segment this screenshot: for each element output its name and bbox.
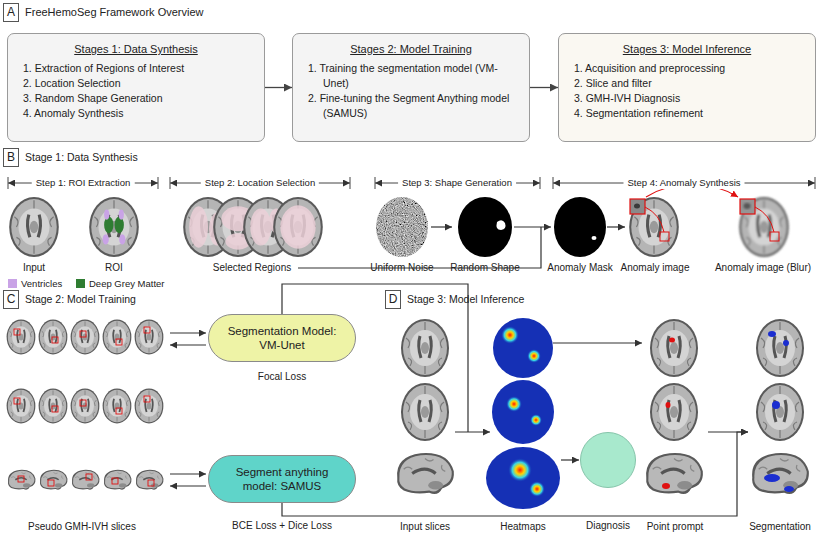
stage-step: 2. Location Selection xyxy=(8,76,264,91)
roi-overlay xyxy=(103,209,126,244)
pseudo-slice-row xyxy=(7,320,164,355)
diagnosis-circle: Diagnosis xyxy=(580,432,636,488)
step-header: Step 3: Shape Generation xyxy=(398,177,516,189)
stage-step: 4. Segmentation refinement xyxy=(559,106,815,121)
stage-step: 2. Fine-tuning the Segment Anything mode… xyxy=(293,91,529,121)
flow-arrow xyxy=(530,87,558,88)
model-name: Segment anything model: SAMUS xyxy=(209,465,355,493)
legend-text: Deep Grey Matter xyxy=(89,278,165,290)
stage-box: Stages 3: Model Inference 1. Acquisition … xyxy=(558,33,816,142)
image-label: Input xyxy=(23,262,45,274)
stage-step: 1. Extraction of Regions of Interest xyxy=(8,61,264,76)
image-label: Heatmaps xyxy=(500,521,546,533)
legend-swatch xyxy=(76,279,85,288)
blurred-anomaly-image xyxy=(739,197,789,257)
stage-heading: Stages 1: Data Synthesis xyxy=(8,42,264,56)
step-span xyxy=(8,177,815,189)
flow-lines xyxy=(298,227,625,268)
model-pill: Segment anything model: SAMUSBCE Loss + … xyxy=(208,455,356,503)
brain-slice xyxy=(401,319,449,377)
image-label: Pseudo GMH-IVH slices xyxy=(28,521,136,533)
stage-heading: Stages 2: Model Training xyxy=(293,42,529,56)
image-label: Point prompt xyxy=(647,521,704,533)
figure-title: FreeHemoSeg Framework Overview xyxy=(25,5,204,19)
image-label: Segmentation xyxy=(749,521,811,533)
model-name: Segmentation Model: VM-Unet xyxy=(209,324,355,352)
selected-region-slice xyxy=(273,197,323,257)
diagnosis-label: Diagnosis xyxy=(586,520,630,532)
anomaly-image xyxy=(629,197,679,257)
image-label: Anomaly image (Blur) xyxy=(715,262,811,274)
step-header: Step 4: Anomaly Synthesis xyxy=(623,177,744,189)
stage-step: 2. Slice and filter xyxy=(559,76,815,91)
section-heading: Stage 1: Data Synthesis xyxy=(25,151,138,163)
segmentation-slices xyxy=(752,319,809,494)
stage-heading: Stages 3: Model Inference xyxy=(559,42,815,56)
point-prompt-slices xyxy=(646,319,703,494)
legend-text: Ventricles xyxy=(21,278,62,290)
step-header: Step 2: Location Selection xyxy=(201,177,319,189)
brain-slice xyxy=(397,453,454,494)
loss-label: Focal Loss xyxy=(258,371,306,383)
image-label: Random Shape xyxy=(450,262,520,274)
stage-step: 1. Training the segmentation model (VM-U… xyxy=(293,61,529,91)
panel-letter: C xyxy=(3,290,19,309)
brain-slice xyxy=(89,197,139,257)
stage-step: 4. Anomaly Synthesis xyxy=(8,106,264,121)
image-label: ROI xyxy=(105,262,123,274)
training-arrows xyxy=(170,284,748,516)
step-header: Step 1: ROI Extraction xyxy=(32,177,135,189)
anomaly-mask xyxy=(554,197,606,257)
random-shape xyxy=(458,197,512,257)
legend-swatch xyxy=(8,279,17,288)
stage-step: 1. Acquisition and preprocessing xyxy=(559,61,815,76)
flow-arrow xyxy=(265,87,292,88)
panel-letter: B xyxy=(3,148,19,167)
section-heading: Stage 2: Model Training xyxy=(25,293,136,305)
brain-slice xyxy=(9,197,59,257)
image-label: Anomaly image xyxy=(621,262,690,274)
pseudo-slice-row xyxy=(8,470,164,490)
brain-slice xyxy=(401,383,449,441)
stage-box: Stages 2: Model Training 1. Training the … xyxy=(292,33,530,142)
image-label: Input slices xyxy=(400,521,450,533)
pseudo-slice-row xyxy=(7,389,164,424)
heatmap xyxy=(486,318,560,509)
model-pill: Segmentation Model: VM-UnetFocal Loss xyxy=(208,314,356,362)
stage-step: 3. Random Shape Generation xyxy=(8,91,264,106)
section-heading: Stage 3: Model Inference xyxy=(407,293,524,305)
image-label: Uniform Noise xyxy=(370,262,433,274)
panel-letter: D xyxy=(385,290,401,309)
uniform-noise xyxy=(376,197,428,257)
image-label: Anomaly Mask xyxy=(547,262,613,274)
loss-label: BCE Loss + Dice Loss xyxy=(232,520,332,532)
image-label: Selected Regions xyxy=(213,262,291,274)
stage-box: Stages 1: Data Synthesis 1. Extraction of… xyxy=(7,33,265,142)
stage-step: 3. GMH-IVH Diagnosis xyxy=(559,91,815,106)
panel-letter: A xyxy=(3,3,19,22)
